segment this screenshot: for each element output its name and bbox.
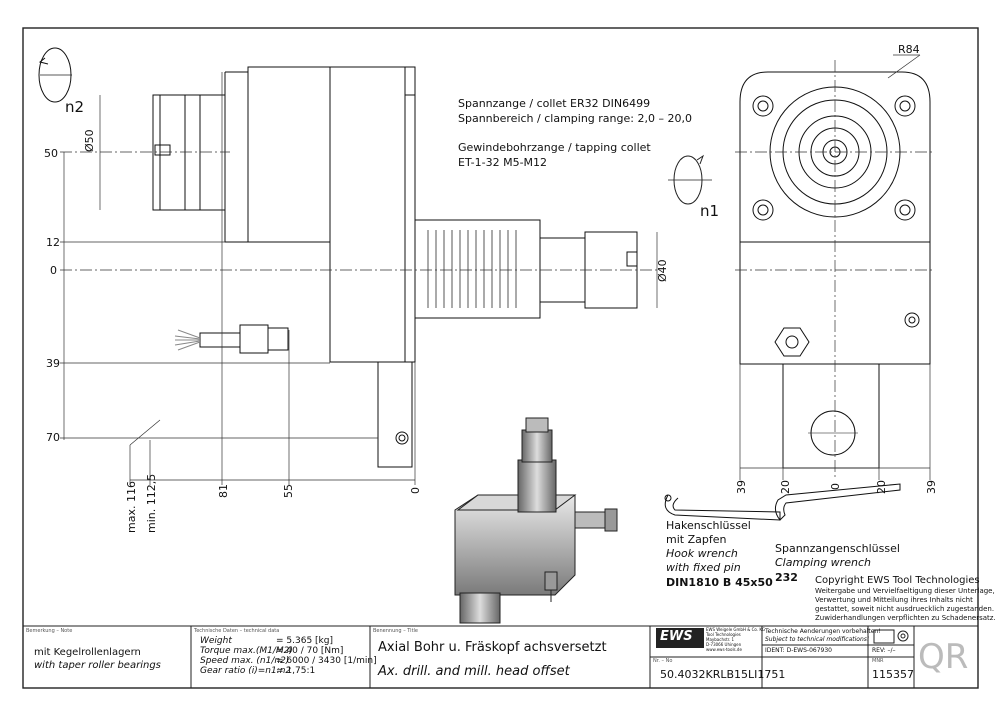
address-3: D-73066 Uhingen [706,642,742,647]
rotation-n1-symbol [668,154,712,205]
sheet-border [22,27,979,689]
dim-v39: 39 [46,357,60,370]
speed-label: Speed max. (n1/n2) [200,656,290,666]
torque-label: Torque max.(M1/M2) [200,646,293,656]
revision: REV: –/– [872,647,896,654]
copyright-title: Copyright EWS Tool Technologies [815,575,980,586]
dim-rv0: 0 [829,483,842,490]
qr-placeholder: QR [918,637,969,677]
notice-en: Subject to technical modifications! [765,636,870,643]
dim-dia40: Ø40 [656,259,669,282]
mnr-number: 115357 [872,668,914,681]
dim-rv20a: 20 [779,480,792,494]
tool-3d-illustration [454,417,618,624]
dim-h1125: min. 112,5 [145,473,158,533]
dim-rv39b: 39 [925,480,938,494]
copyright-line-3: gestattet, soweit nicht ausdruecklich zu… [815,605,995,613]
clamp-wrench-code: 232 [775,571,798,584]
dim-rv39a: 39 [735,480,748,494]
dim-r84: R84 [898,43,920,56]
copyright-line-2: Verwertung und Mitteilung ihres Inhalts … [815,596,973,604]
hook-wrench-shape [664,494,781,521]
note-en: with taper roller bearings [34,660,161,671]
weight-value: = 5.365 [kg] [276,636,333,646]
ews-logo: EWS [660,629,693,644]
speed-value: = 6000 / 3430 [1/min] [276,656,377,666]
weight-label: Weight [200,636,232,646]
notice-de: Technische Aenderungen vorbehalten! [765,628,881,635]
note-de: mit Kegelrollenlagern [34,647,141,658]
rotation-n2-label: n2 [65,98,85,116]
side-view [38,47,638,468]
clamping-wrench-shape [774,483,901,521]
title-label: Benennung – Title [373,628,418,634]
address-4: www.ews-tools.de [706,647,742,652]
hook-wrench-de2: mit Zapfen [666,533,727,546]
ident: IDENT: D-EWS-067930 [765,647,832,654]
dim-dia50: Ø50 [83,129,96,152]
dim-h81: 81 [217,484,230,498]
ews-logo-box [656,628,704,648]
address-2: Maybachstr. 1 [706,637,735,642]
logo-subtitle: Tool Technologies [706,632,741,637]
collet-line-3: Gewindebohrzange / tapping collet [458,141,651,154]
note-label: Bemerkung – Note [26,628,73,634]
drawing-number: 50.4032KRLB15LI1751 [660,668,786,681]
dim-h55: 55 [282,484,295,498]
dim-h0: 0 [409,487,422,494]
copyright-line-4: Zuwiderhandlungen verpflichten zu Schade… [815,614,996,622]
hook-wrench-de1: Hakenschlüssel [666,519,751,532]
dim-v0: 0 [50,264,57,277]
ratio-value: = 1,75:1 [276,666,316,676]
dim-rv20b: 20 [875,480,888,494]
collet-line-2: Spannbereich / clamping range: 2,0 – 20,… [458,112,692,125]
nr-label: Nr. – No [653,658,673,664]
tech-label: Technische Daten – technical data [194,628,280,634]
title-de: Axial Bohr u. Fräskopf achsversetzt [378,640,607,655]
torque-value: = 40 / 70 [Nm] [276,646,344,656]
dim-v70: 70 [46,431,60,444]
ratio-label: Gear ratio (i)=n1:n2 [200,666,292,676]
dim-h116: max. 116 [125,481,138,533]
clamp-wrench-de: Spannzangenschlüssel [775,542,900,555]
address-1: EWS Weigele GmbH & Co. KG [706,627,766,632]
dim-v12: 12 [46,236,60,249]
hook-wrench-en1: Hook wrench [666,547,738,560]
collet-line-4: ET-1-32 M5-M12 [458,156,548,169]
clamp-wrench-en: Clamping wrench [775,556,871,569]
front-dimension-lines [735,54,935,480]
collet-line-1: Spannzange / collet ER32 DIN6499 [458,97,651,110]
hook-wrench-code: DIN1810 B 45x50 [666,576,773,589]
hook-wrench-en2: with fixed pin [666,561,741,574]
side-dimension-lines [60,72,660,485]
copyright-line-1: Weitergabe und Vervielfaeltigung dieser … [815,587,995,595]
mnr-label: MNR [872,658,884,664]
dim-v50: 50 [44,147,58,160]
rotation-n1-label: n1 [700,202,720,220]
title-en: Ax. drill. and mill. head offset [378,664,570,679]
